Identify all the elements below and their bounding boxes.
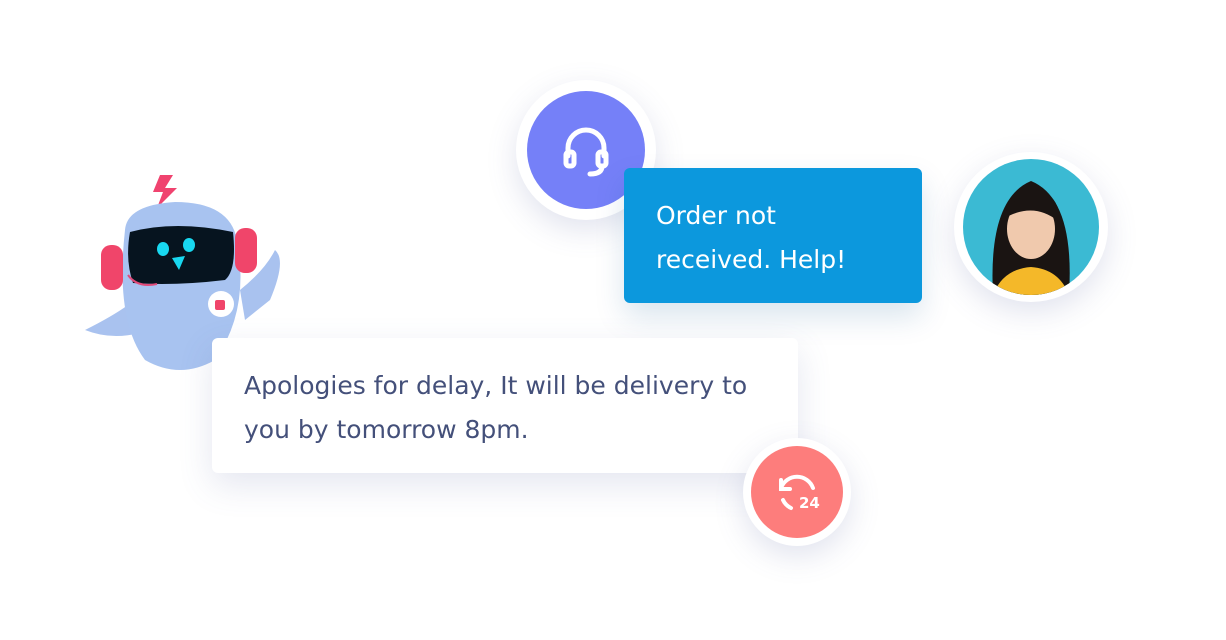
bot-message-bubble: Apologies for delay, It will be delivery… — [212, 338, 798, 473]
user-avatar — [954, 152, 1108, 302]
user-photo — [992, 181, 1070, 295]
24-label: 24 — [799, 494, 820, 512]
user-message-text: Order not received. Help! — [656, 201, 847, 274]
24-hour-support-icon: 24 — [751, 446, 843, 538]
user-message-bubble: Order not received. Help! — [624, 168, 922, 303]
robot-mascot — [85, 175, 280, 370]
headset-icon — [563, 127, 609, 177]
bot-message-text: Apologies for delay, It will be delivery… — [244, 371, 748, 444]
support-24h-badge: 24 — [743, 438, 851, 546]
